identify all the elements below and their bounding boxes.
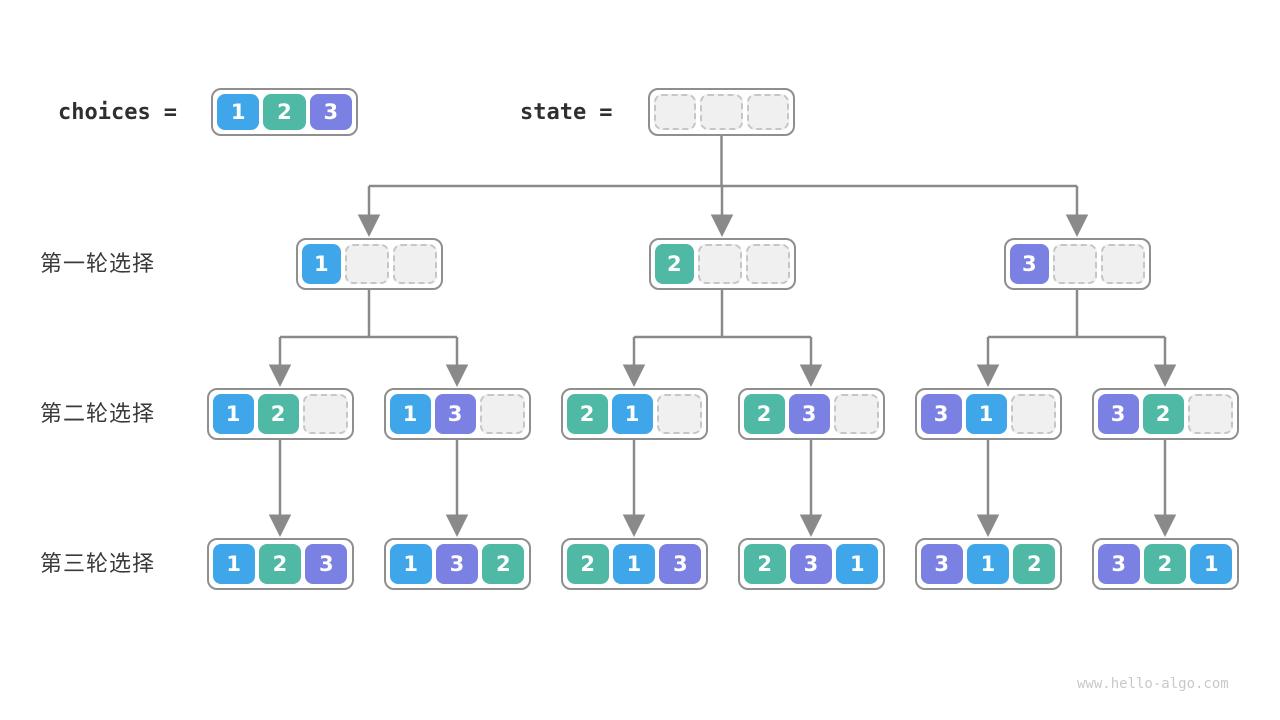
array-cell-empty [746,94,789,130]
array-cell-empty [833,394,879,434]
array-cell-value-2: 2 [566,394,608,434]
array-cell-value-3: 3 [659,544,702,584]
array-cell-value-2: 2 [1143,544,1187,584]
array-cell-value-3: 3 [309,94,352,130]
array-cell-empty [1010,394,1056,434]
array-cell-value-1: 1 [217,94,260,130]
array-cell-value-2: 2 [743,544,786,584]
array-cell-value-2: 2 [258,544,302,584]
array-cell-value-3: 3 [920,544,963,584]
equals-sign: = [163,99,177,125]
array-cell-value-2: 2 [566,544,609,584]
round-3-label: 第三轮选择 [40,551,156,576]
array-cell-value-2: 2 [263,94,306,130]
array-cell-value-3: 3 [1097,544,1140,584]
array-cell-empty [345,244,389,284]
array-cell-empty [745,244,790,284]
array-cell-value-1: 1 [212,394,254,434]
array-cell-value-1: 1 [301,244,342,284]
array-cell-empty [302,394,348,434]
array-cell-value-3: 3 [920,394,962,434]
array-cell-value-3: 3 [789,544,833,584]
array-cell-value-2: 2 [743,394,785,434]
state-label: state = [520,88,612,136]
choices-label-text: choices [58,99,151,125]
array-cell-value-3: 3 [305,544,348,584]
array-cell-value-1: 1 [836,544,879,584]
state-array-box-round1-3: 3 [1003,238,1151,290]
array-cell-value-1: 1 [389,394,431,434]
array-cell-value-1: 1 [1190,544,1233,584]
array-cell-empty [656,394,702,434]
array-cell-empty [1187,394,1233,434]
array-cell-value-3: 3 [1009,244,1050,284]
array-cell-empty [654,94,697,130]
array-cell-empty [479,394,525,434]
array-cell-value-2: 2 [1142,394,1184,434]
array-cell-value-2: 2 [257,394,299,434]
watermark: www.hello-algo.com [1077,676,1229,692]
array-cell-empty [1053,244,1097,284]
array-cell-value-1: 1 [611,394,653,434]
array-cell-value-3: 3 [434,394,476,434]
array-cell-empty [698,244,742,284]
equals-sign: = [599,99,613,125]
array-cell-empty [1100,244,1145,284]
round-1-label: 第一轮选择 [40,251,156,276]
array-cell-value-1: 1 [966,544,1010,584]
round-2-label: 第二轮选择 [40,401,156,426]
choices-label: choices = [58,88,177,136]
state-array-box-round1-1: 1 [295,238,443,290]
array-cell-value-1: 1 [212,544,255,584]
array-cell-value-1: 1 [965,394,1007,434]
array-cell-value-3: 3 [1097,394,1139,434]
state-label-text: state [520,99,587,125]
array-cell-value-3: 3 [435,544,479,584]
array-cell-value-1: 1 [389,544,432,584]
array-cell-value-3: 3 [788,394,830,434]
array-cell-value-2: 2 [1013,544,1056,584]
array-cell-value-2: 2 [654,244,695,284]
array-cell-value-2: 2 [482,544,525,584]
array-cell-empty [392,244,437,284]
state-array-box-round1-2: 2 [648,238,796,290]
state-array-box [648,88,795,136]
array-cell-empty [700,94,743,130]
array-cell-value-1: 1 [612,544,656,584]
